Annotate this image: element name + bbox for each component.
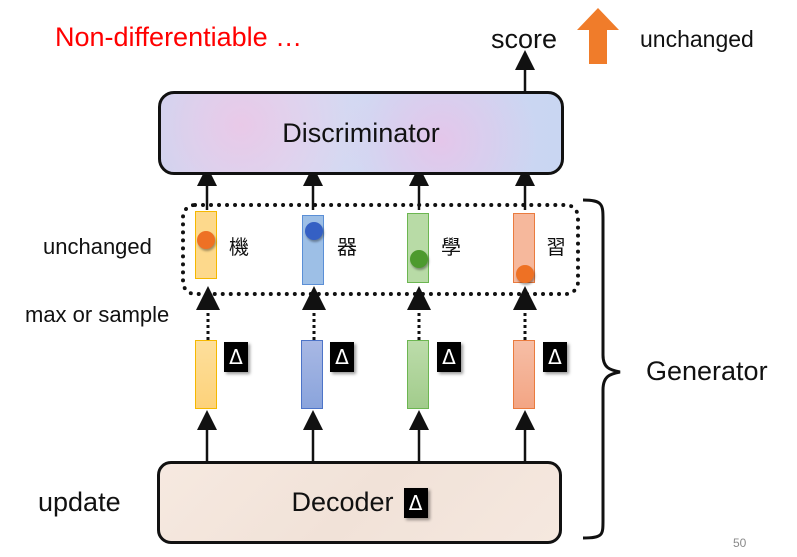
delta-icon-4: Δ (543, 342, 567, 372)
distribution-bar-4 (513, 340, 535, 409)
token-dot-4 (516, 265, 534, 283)
score-status-label: unchanged (640, 26, 754, 52)
unchanged-label: unchanged (43, 234, 152, 259)
delta-icon-3: Δ (437, 342, 461, 372)
distribution-bar-3 (407, 340, 429, 409)
max-or-sample-label: max or sample (25, 302, 170, 327)
decoder-label: Decoder (291, 487, 394, 517)
discriminator-block: Discriminator (158, 91, 564, 175)
delta-icon-1: Δ (224, 342, 248, 372)
score-label: score (491, 24, 558, 54)
generator-label: Generator (646, 356, 768, 386)
page-number: 50 (733, 536, 747, 550)
decoder-delta-icon: Δ (403, 487, 428, 518)
token-char-2: 器 (337, 235, 357, 259)
sampled-tokens-group (181, 203, 580, 296)
token-char-1: 機 (229, 235, 249, 259)
generator-brace (582, 198, 621, 540)
delta-icon-2: Δ (330, 342, 354, 372)
page-title: Non-differentiable … (55, 22, 303, 52)
up-arrow-icon (577, 8, 619, 64)
token-dot-2 (305, 222, 323, 240)
token-char-4: 習 (546, 235, 566, 259)
update-label: update (38, 487, 121, 517)
discriminator-label: Discriminator (282, 117, 440, 148)
token-char-3: 學 (441, 235, 461, 259)
token-bar-3 (407, 213, 429, 283)
token-dot-1 (197, 231, 215, 249)
token-dot-3 (410, 250, 428, 268)
distribution-bar-2 (301, 340, 323, 409)
distribution-bar-1 (195, 340, 217, 409)
decoder-block: Decoder Δ (157, 461, 562, 544)
